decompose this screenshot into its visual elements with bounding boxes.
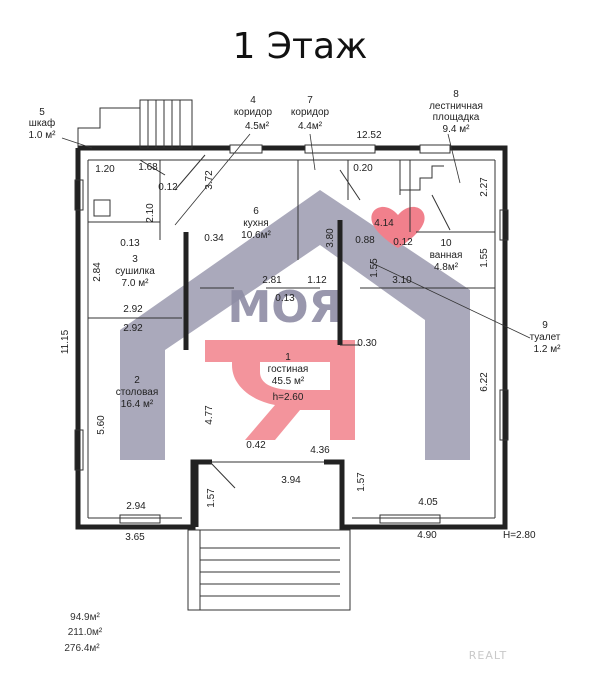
dim-6-22: 6.22 (479, 372, 490, 392)
room-1-area: 45.5 м² (272, 376, 305, 387)
room-1-number: 1 (285, 352, 291, 363)
dim-0-20: 0.20 (353, 163, 373, 174)
plan-title: 1 Этаж (233, 26, 368, 67)
room-9-number: 9 (542, 320, 548, 331)
total-area-3: 276.4м² (64, 643, 100, 654)
dim-2-10: 2.10 (145, 203, 156, 223)
total-area-2: 211.0м² (68, 627, 103, 638)
room-10-area: 4.8м² (434, 262, 459, 273)
room-8-name-line2: площадка (433, 112, 480, 123)
room-9-name: туалет (530, 332, 561, 343)
dim-2-92-b: 2.92 (123, 323, 143, 334)
room-2-area: 16.4 м² (121, 399, 154, 410)
dim-1-55-b: 1.55 (479, 248, 490, 268)
watermark-brand: REALT (469, 649, 507, 662)
room-4-number: 4 (250, 95, 256, 106)
dim-2-27: 2.27 (479, 177, 490, 197)
dim-11-15: 11.15 (60, 329, 71, 354)
watermark-logo: МОЯ (120, 190, 470, 460)
room-5-name: шкаф (29, 117, 55, 129)
dim-1-20: 1.20 (95, 164, 115, 175)
dim-1-55-a: 1.55 (369, 258, 380, 278)
dim-4-90: 4.90 (417, 530, 437, 541)
room-5-area: 1.0 м² (29, 130, 57, 141)
watermark-ya-letter (205, 340, 355, 440)
dim-2-84: 2.84 (92, 262, 103, 282)
room-6-number: 6 (253, 206, 259, 217)
dim-0-13-b: 0.13 (275, 293, 295, 304)
room-10-name: ванная (430, 250, 463, 261)
stairs-room-8 (399, 160, 451, 231)
room-8-name-line1: лестничная (429, 101, 483, 112)
dim-4-14: 4.14 (374, 218, 394, 229)
room-6-area: 10.6м² (241, 230, 271, 241)
dim-3-65: 3.65 (125, 532, 145, 543)
watermark-moya: МОЯ (227, 282, 342, 333)
dim-1-12: 1.12 (307, 275, 327, 286)
room-labels: 1 гостиная 45.5 м² h=2.60 2 столовая 16.… (29, 89, 562, 410)
heart-icon (371, 206, 425, 248)
room-1-height: h=2.60 (273, 392, 304, 403)
stairs-bottom (187, 529, 351, 611)
room-7-area: 4.4м² (298, 121, 323, 132)
room-7-number: 7 (307, 95, 313, 106)
dim-3-10: 3.10 (392, 275, 412, 286)
dim-1-57-b: 1.57 (356, 472, 367, 492)
room-10-number: 10 (440, 238, 452, 249)
dim-0-42: 0.42 (246, 440, 266, 451)
room-4-name: коридор (234, 107, 273, 118)
room-2-name: столовая (116, 387, 159, 398)
dim-12-52: 12.52 (356, 130, 381, 141)
dim-1-57-a: 1.57 (206, 488, 217, 508)
dim-0-12-b: 0.12 (393, 237, 413, 248)
dim-5-60: 5.60 (96, 415, 107, 435)
dim-2-92-a: 2.92 (123, 304, 143, 315)
dim-4-05: 4.05 (418, 497, 438, 508)
room-8-area: 9.4 м² (443, 124, 471, 135)
room-7-name: коридор (291, 107, 330, 118)
total-area-1: 94.9м² (70, 612, 100, 623)
room-3-name: сушилка (115, 266, 155, 277)
dim-H-2-80: H=2.80 (503, 530, 536, 541)
dim-0-34: 0.34 (204, 233, 224, 244)
area-totals: 94.9м² 211.0м² 276.4м² (64, 612, 103, 654)
dim-4-77: 4.77 (204, 405, 215, 425)
dim-3-80: 3.80 (325, 228, 336, 248)
dim-2-81: 2.81 (262, 275, 282, 286)
room-4-area: 4.5м² (245, 121, 270, 132)
room-2-number: 2 (134, 375, 140, 386)
room-5-number: 5 (39, 107, 45, 118)
dim-0-12-a: 0.12 (158, 182, 178, 193)
walls (61, 99, 531, 611)
dim-0-30: 0.30 (357, 338, 377, 349)
house-logo-icon (120, 190, 470, 460)
dim-3-72: 3.72 (204, 170, 215, 190)
dim-3-94: 3.94 (281, 475, 301, 486)
dim-0-88: 0.88 (355, 235, 375, 246)
room-3-number: 3 (132, 254, 138, 265)
room-6-name: кухня (243, 218, 268, 229)
dim-0-13-a: 0.13 (120, 238, 140, 249)
dim-1-68: 1.68 (138, 162, 158, 173)
dim-2-94: 2.94 (126, 501, 146, 512)
room-9-area: 1.2 м² (534, 344, 562, 355)
room-3-area: 7.0 м² (122, 278, 150, 289)
room-1-name: гостиная (268, 364, 309, 375)
dimensions: 12.52 1.20 1.68 0.12 3.72 0.20 2.27 2.10… (60, 130, 536, 543)
room-8-number: 8 (453, 89, 459, 100)
stairs-top-left (139, 99, 193, 149)
dim-4-36: 4.36 (310, 445, 330, 456)
